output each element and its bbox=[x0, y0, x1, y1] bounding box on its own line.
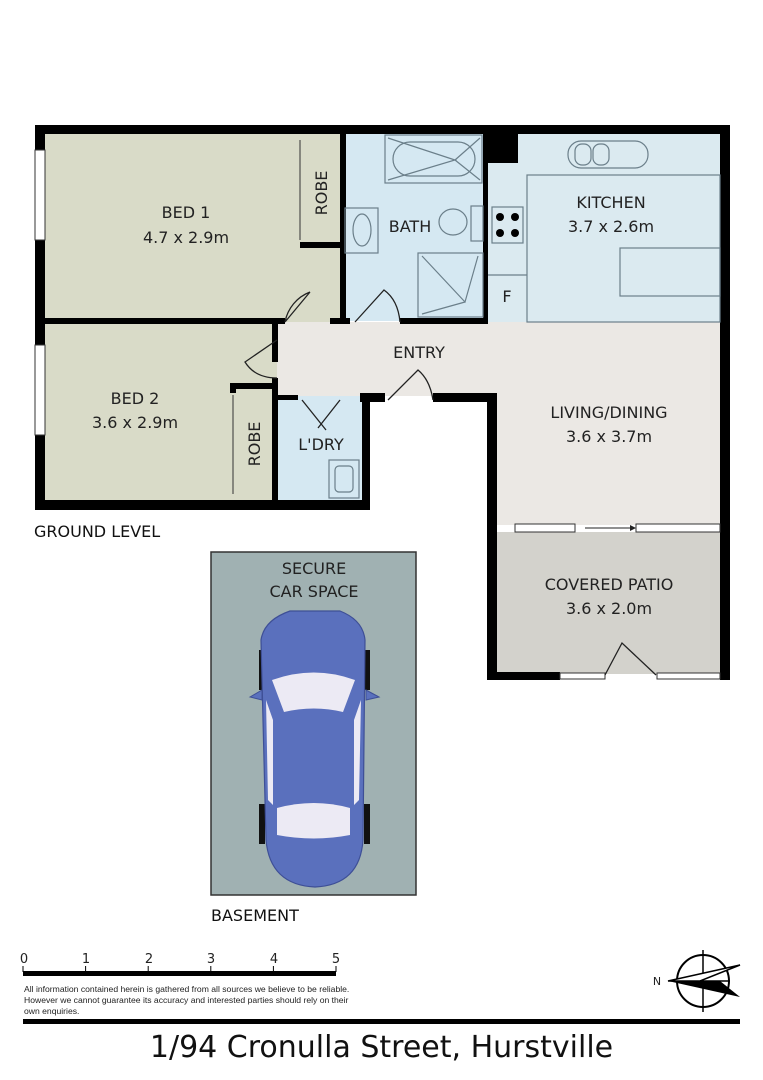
scale-tick-4: 4 bbox=[270, 952, 278, 967]
bed2-room bbox=[45, 323, 277, 503]
living-label: LIVING/DINING bbox=[550, 403, 667, 422]
doors bbox=[244, 289, 657, 676]
laundry-label: L'DRY bbox=[298, 435, 344, 454]
bed1-size: 4.7 x 2.9m bbox=[143, 228, 229, 247]
windows bbox=[34, 149, 721, 680]
bath-room bbox=[345, 133, 485, 321]
basement-label: BASEMENT bbox=[211, 906, 299, 925]
ground-level-label: GROUND LEVEL bbox=[34, 522, 160, 541]
bed1-room bbox=[45, 133, 340, 323]
fridge-label: F bbox=[502, 287, 511, 306]
patio-room bbox=[495, 532, 722, 674]
bed2-label: BED 2 bbox=[111, 389, 160, 408]
fixtures bbox=[232, 134, 721, 499]
living-size: 3.6 x 3.7m bbox=[566, 427, 652, 446]
car-space-label-1: SECURE bbox=[282, 559, 346, 578]
scale-tick-3: 3 bbox=[207, 952, 215, 967]
footer-divider bbox=[23, 1019, 740, 1024]
bed1-label: BED 1 bbox=[162, 203, 211, 222]
compass-icon bbox=[667, 950, 741, 1012]
kitchen-size: 3.7 x 2.6m bbox=[568, 217, 654, 236]
disclaimer: All information contained herein is gath… bbox=[24, 984, 350, 1016]
scale-tick-1: 1 bbox=[82, 952, 90, 967]
living-room bbox=[495, 322, 722, 525]
bed2-size: 3.6 x 2.9m bbox=[92, 413, 178, 432]
laundry-room bbox=[277, 396, 365, 502]
robe1-label: ROBE bbox=[312, 171, 331, 216]
scale-tick-2: 2 bbox=[145, 952, 153, 967]
scale-bar bbox=[22, 966, 337, 976]
kitchen-label: KITCHEN bbox=[576, 193, 645, 212]
robe2-label: ROBE bbox=[245, 422, 264, 467]
property-address: 1/94 Cronulla Street, Hurstville bbox=[149, 1030, 614, 1065]
walls bbox=[35, 125, 730, 680]
entry-label: ENTRY bbox=[393, 343, 445, 362]
scale-tick-5: 5 bbox=[332, 952, 340, 967]
compass-north-label: N bbox=[653, 975, 661, 988]
scale-tick-0: 0 bbox=[20, 952, 28, 967]
patio-size: 3.6 x 2.0m bbox=[566, 599, 652, 618]
patio-label: COVERED PATIO bbox=[545, 575, 674, 594]
car-icon bbox=[248, 610, 381, 888]
bath-label: BATH bbox=[389, 217, 431, 236]
car-space-label-2: CAR SPACE bbox=[269, 582, 358, 601]
